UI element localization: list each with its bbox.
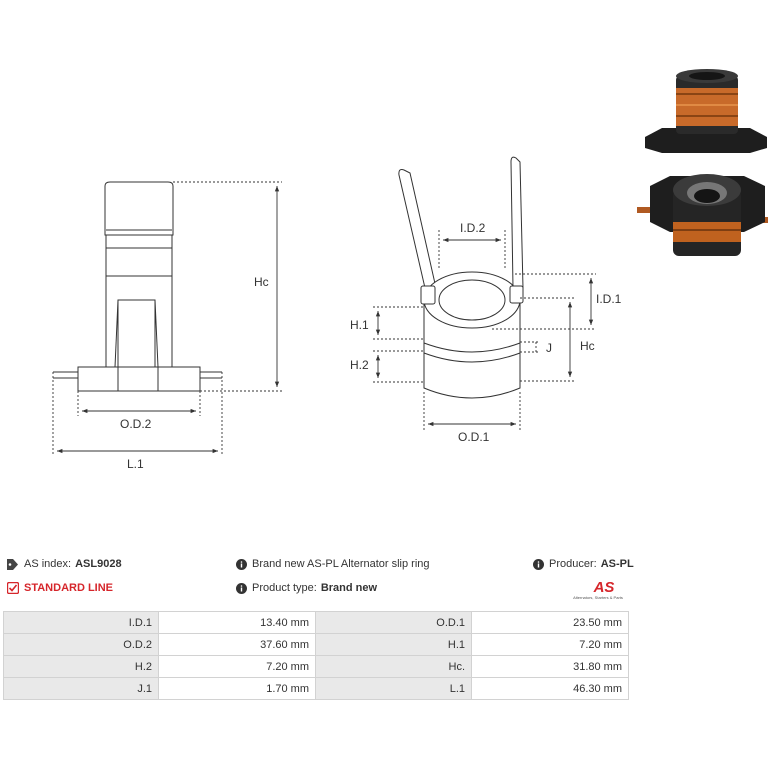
isometric-drawing [398, 156, 524, 399]
logo-tagline: Alternators, Starters & Parts [573, 595, 623, 600]
as-index: AS index: ASL9028 [7, 558, 122, 570]
description: Brand new AS-PL Alternator slip ring [236, 558, 430, 570]
label-id2: I.D.2 [460, 221, 486, 235]
specification-table: I.D.1 13.40 mm O.D.1 23.50 mm O.D.2 37.6… [3, 611, 629, 700]
spec-label: O.D.2 [3, 633, 159, 656]
spec-label: J.1 [3, 677, 159, 700]
producer-value: AS-PL [600, 558, 634, 570]
product-type-value: Brand new [320, 582, 378, 594]
spec-value: 1.70 mm [158, 677, 316, 700]
label-j: J [546, 341, 552, 355]
info-icon [236, 558, 247, 570]
label-hc-right: Hc [580, 339, 595, 353]
spec-value: 37.60 mm [158, 633, 316, 656]
as-index-value: ASL9028 [75, 558, 122, 570]
spec-label: H.1 [315, 633, 472, 656]
side-view-dimensions [52, 181, 282, 456]
label-id1: I.D.1 [596, 292, 622, 306]
description-text: Brand new AS-PL Alternator slip ring [252, 558, 430, 570]
standard-line: STANDARD LINE [7, 582, 113, 594]
technical-drawing: Hc O.D.2 L.1 I.D.2 I.D.1 [52, 69, 768, 471]
label-h2: H.2 [350, 358, 369, 372]
spec-value: 23.50 mm [471, 611, 629, 634]
standard-line-label: STANDARD LINE [24, 582, 114, 594]
product-type-label: Product type: [252, 582, 317, 594]
side-view-drawing [53, 181, 222, 392]
logo-mark: AS [593, 579, 615, 596]
label-od2: O.D.2 [120, 417, 152, 431]
table-row: H.2 7.20 mm Hc. 31.80 mm [3, 655, 629, 678]
spec-value: 13.40 mm [158, 611, 316, 634]
spec-label: I.D.1 [3, 611, 159, 634]
spec-value: 7.20 mm [471, 633, 629, 656]
spec-label: Hc. [315, 655, 472, 678]
tag-icon [7, 558, 19, 570]
label-od1: O.D.1 [458, 430, 490, 444]
label-l1: L.1 [127, 457, 144, 471]
product-type: Product type: Brand new [236, 582, 377, 594]
table-row: J.1 1.70 mm L.1 46.30 mm [3, 677, 629, 700]
producer: Producer: AS-PL [533, 558, 634, 570]
table-row: O.D.2 37.60 mm H.1 7.20 mm [3, 633, 629, 656]
as-index-label: AS index: [24, 558, 72, 570]
spec-value: 7.20 mm [158, 655, 316, 678]
spec-label: H.2 [3, 655, 159, 678]
checkbox-icon [7, 582, 19, 594]
info-icon [533, 558, 544, 570]
as-pl-logo: AS Alternators, Starters & Parts [573, 579, 623, 600]
spec-label: O.D.1 [315, 611, 472, 634]
product-photo-bottom [637, 174, 768, 256]
info-icon [236, 582, 247, 594]
product-photo-top [645, 69, 767, 153]
spec-label: L.1 [315, 677, 472, 700]
isometric-dimensions [373, 230, 596, 430]
spec-value: 46.30 mm [471, 677, 629, 700]
label-h1: H.1 [350, 318, 369, 332]
spec-value: 31.80 mm [471, 655, 629, 678]
table-row: I.D.1 13.40 mm O.D.1 23.50 mm [3, 611, 629, 634]
producer-label: Producer: [549, 558, 597, 570]
label-hc-left: Hc [254, 275, 269, 289]
